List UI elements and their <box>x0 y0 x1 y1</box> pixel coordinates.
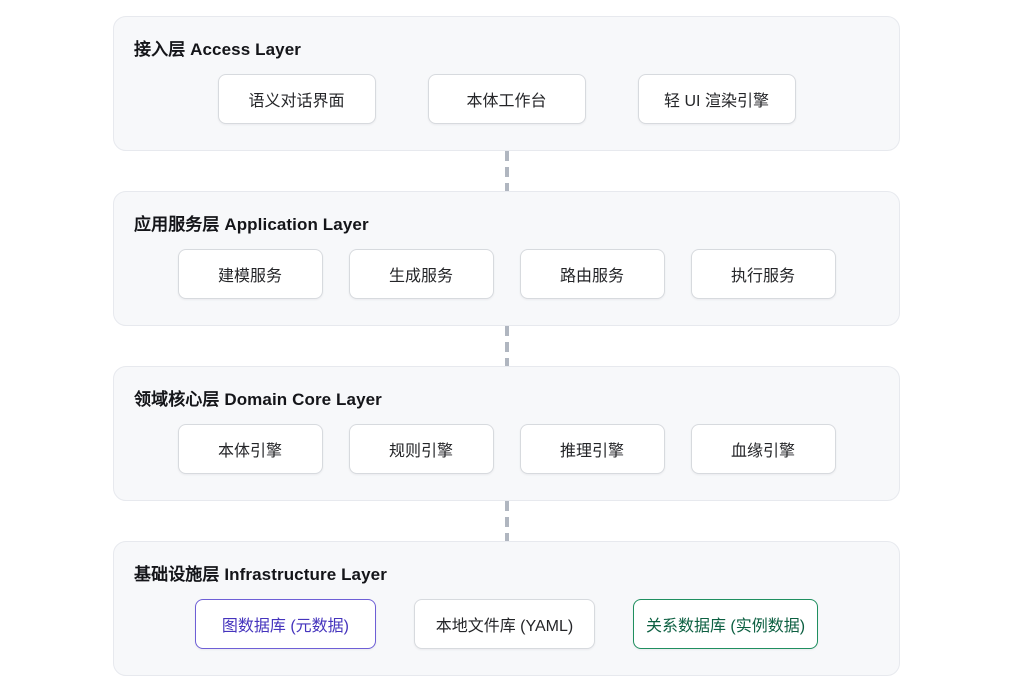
ontology-engine-box: 本体引擎 <box>177 424 323 474</box>
dashed-connector-1 <box>504 151 509 191</box>
layer-panel-access: 接入层 Access Layer 语义对话界面 本体工作台 轻 UI 渲染引擎 <box>113 16 900 151</box>
layer-panel-domain-core: 领域核心层 Domain Core Layer 本体引擎 规则引擎 推理引擎 血… <box>113 366 900 501</box>
modeling-service-box: 建模服务 <box>177 249 323 299</box>
execution-service-box: 执行服务 <box>690 249 836 299</box>
generation-service-box: 生成服务 <box>348 249 494 299</box>
dashed-connector-2 <box>504 326 509 366</box>
local-file-store-yaml-box: 本地文件库 (YAML) <box>413 599 595 649</box>
layer-title-infrastructure: 基础设施层 Infrastructure Layer <box>134 565 387 584</box>
dashed-connector-3 <box>504 501 509 541</box>
routing-service-box: 路由服务 <box>519 249 665 299</box>
layer-title-domain-core: 领域核心层 Domain Core Layer <box>134 390 382 409</box>
layer-panel-infrastructure: 基础设施层 Infrastructure Layer 图数据库 (元数据) 本地… <box>113 541 900 676</box>
layer-title-access: 接入层 Access Layer <box>134 40 301 59</box>
box-row-domain-core: 本体引擎 规则引擎 推理引擎 血缘引擎 <box>134 424 879 474</box>
box-row-infrastructure: 图数据库 (元数据) 本地文件库 (YAML) 关系数据库 (实例数据) <box>134 599 879 649</box>
ontology-workbench-box: 本体工作台 <box>427 74 586 124</box>
box-row-application: 建模服务 生成服务 路由服务 执行服务 <box>134 249 879 299</box>
graph-database-metadata-box: 图数据库 (元数据) <box>194 599 376 649</box>
box-row-access: 语义对话界面 本体工作台 轻 UI 渲染引擎 <box>134 74 879 124</box>
relational-database-instance-data-box: 关系数据库 (实例数据) <box>632 599 819 649</box>
rule-engine-box: 规则引擎 <box>348 424 494 474</box>
semantic-dialog-interface-box: 语义对话界面 <box>217 74 376 124</box>
layer-panel-application: 应用服务层 Application Layer 建模服务 生成服务 路由服务 执… <box>113 191 900 326</box>
layer-title-application: 应用服务层 Application Layer <box>134 215 369 234</box>
inference-engine-box: 推理引擎 <box>519 424 665 474</box>
lineage-engine-box: 血缘引擎 <box>690 424 836 474</box>
light-ui-render-engine-box: 轻 UI 渲染引擎 <box>637 74 796 124</box>
